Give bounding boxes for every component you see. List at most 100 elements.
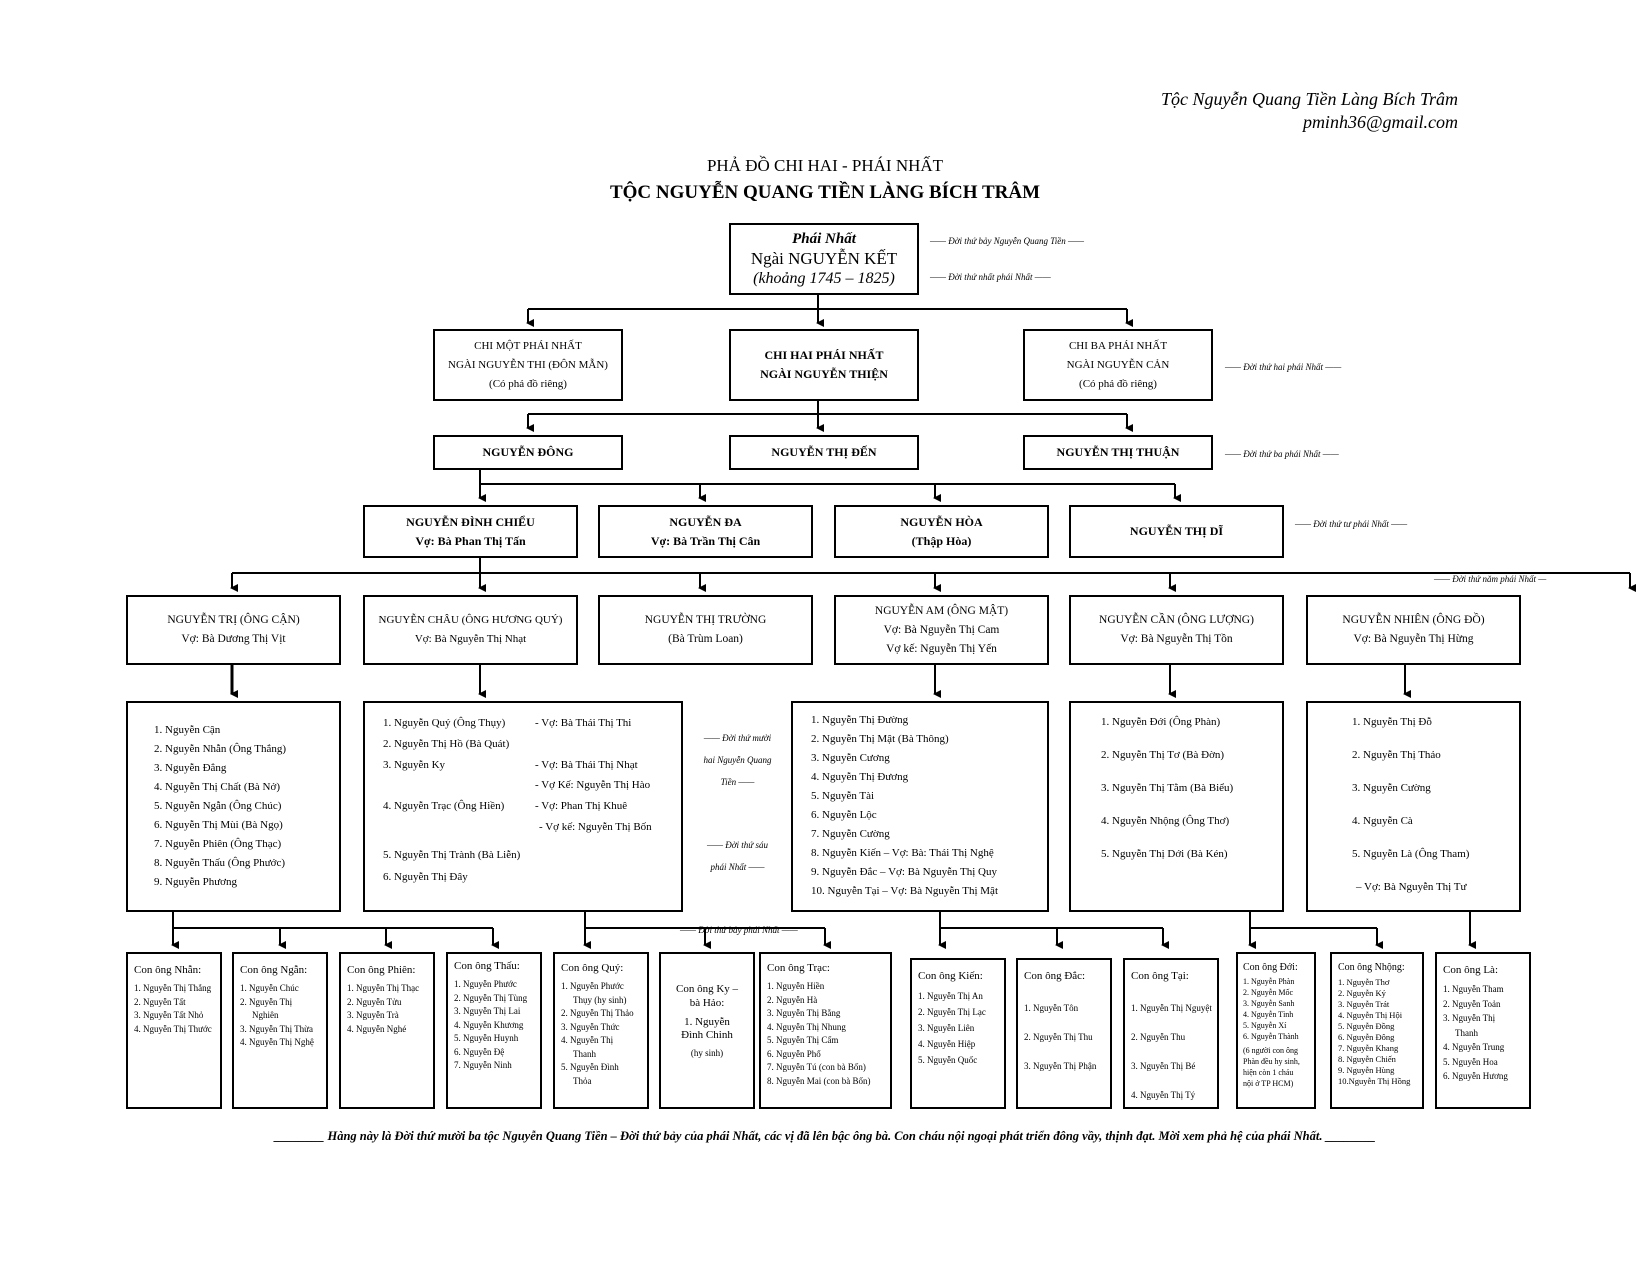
list-item: 1. Nguyễn Phước	[561, 981, 624, 991]
list-item: 2. Nguyễn Tửu	[347, 996, 402, 1007]
generation-label: —— Đời thứ hai phái Nhất ——	[1225, 362, 1342, 372]
list-item: 7. Nguyễn Ninh	[454, 1060, 512, 1070]
grandchildren-box: Con ông Nhẫn: 1. Nguyễn Thị Thắng 2. Ngu…	[126, 952, 222, 1109]
list-item: 4. Nguyễn Tình	[1243, 1010, 1294, 1019]
list-item: 7. Nguyễn Phiên (Ông Thạc)	[154, 838, 282, 850]
list-item: 4. Nguyễn Trạc (Ông Hiền)	[383, 800, 505, 812]
list-item: 1. Nguyễn Tôn	[1024, 1003, 1079, 1013]
list-item: Thụy (hy sinh)	[573, 994, 627, 1005]
spouse-name: Vợ: Bà Phan Thị Tấn	[415, 533, 526, 548]
list-item: 1. Nguyễn Phước	[454, 979, 517, 989]
list-item: 6. Nguyễn Hương	[1443, 1071, 1508, 1081]
list-item: 8. Nguyễn Kiến – Vợ: Bà: Thái Thị Nghệ	[811, 847, 994, 859]
list-item: 2. Nguyễn Nhẫn (Ông Thắng)	[154, 743, 287, 755]
list-item: 10. Nguyễn Tại – Vợ: Bà Nguyễn Thị Mật	[811, 885, 998, 897]
list-item: 5. Nguyễn Tài	[811, 790, 875, 802]
list-item: 6. Nguyễn Phổ	[767, 1048, 821, 1059]
grandchildren-box: Con ông Kiến: 1. Nguyễn Thị An 2. Nguyễn…	[910, 958, 1006, 1109]
generation-label: —— Đời thứ bảy Nguyễn Quang Tiền ——	[930, 236, 1084, 246]
generation-label-line: hai Nguyễn Quang	[703, 755, 772, 765]
list-item: 2. Nguyễn Thị Tơ (Bà Đờn)	[1101, 749, 1225, 761]
grandchildren-heading: Con ông Thấu:	[454, 960, 520, 972]
list-item: 2. Nguyễn Thị	[240, 996, 293, 1007]
grandchildren-box: Con ông Đắc: 1. Nguyễn Tôn 2. Nguyễn Thị…	[1016, 958, 1112, 1109]
list-item: 4. Nguyễn Thị	[561, 1035, 614, 1045]
person-name: NGUYỄN AM (ÔNG MẬT)	[874, 604, 1009, 617]
spouse-item: – Vợ: Bà Nguyễn Thị Tư	[1356, 881, 1467, 893]
branch-title: CHI MỘT PHÁI NHẤT	[474, 339, 582, 352]
list-item: 4. Nguyễn Thị Đương	[811, 771, 909, 783]
grandchildren-heading: Con ông Tại:	[1131, 970, 1189, 982]
list-item: (hy sinh)	[690, 1048, 724, 1058]
list-item: 1. Nguyễn Thị Đường	[811, 714, 909, 726]
generation-label: —— Đời thứ tư phái Nhất ——	[1295, 519, 1408, 529]
list-item: 3. Nguyễn Cương	[811, 752, 890, 764]
list-item: 5. Nguyễn Quốc	[918, 1055, 978, 1065]
list-item: 3. Nguyễn Đẳng	[154, 762, 227, 774]
root-years: (khoảng 1745 – 1825)	[753, 270, 895, 287]
list-item: 2. Nguyễn Thu	[1131, 1032, 1186, 1042]
contact-email: pminh36@gmail.com	[1302, 112, 1458, 132]
list-item: 1. Nguyễn Thị Đỗ	[1352, 716, 1432, 728]
list-item: 4. Nguyễn Thị Thước	[134, 1023, 212, 1034]
grandchildren-box: Con ông Ngẫn: 1. Nguyễn Chúc 2. Nguyễn T…	[232, 952, 328, 1109]
list-item: 1. Nguyễn Phàn	[1243, 977, 1295, 986]
list-item: 8. Nguyễn Chiến	[1338, 1054, 1396, 1064]
list-item: 1. Nguyễn Quý (Ông Thụy)	[383, 717, 506, 729]
person-box: NGUYỄN CHÂU (ÔNG HƯƠNG QUÝ) Vợ: Bà Nguyễ…	[363, 595, 578, 665]
person-box: NGUYỄN CẦN (ÔNG LƯỢNG) Vợ: Bà Nguyễn Thị…	[1069, 595, 1284, 665]
grandchildren-box: Con ông Phiên: 1. Nguyễn Thị Thạc 2. Ngu…	[339, 952, 435, 1109]
list-item: 3. Nguyễn Thị Phận	[1024, 1061, 1097, 1071]
branch-title: CHI HAI PHÁI NHẤT	[764, 348, 884, 362]
grandchildren-box: Con ông Là: 1. Nguyễn Tham 2. Nguyễn Toả…	[1435, 952, 1531, 1109]
generation-label: —— Đời thứ bảy phái Nhất ——	[680, 925, 798, 935]
person-box: NGUYỄN THỊ ĐẾN	[729, 435, 919, 470]
list-item: 6. Nguyễn Thành	[1243, 1032, 1299, 1041]
branch-note: (Có phả đồ riêng)	[1079, 377, 1157, 390]
spouse-item: - Vợ: Bà Thái Thị Thi	[535, 717, 632, 729]
person-name: NGUYỄN THỊ TRƯỜNG	[644, 614, 767, 626]
list-item: 5. Nguyễn Hoa	[1443, 1056, 1498, 1067]
list-item: 1. Nguyễn Chúc	[240, 983, 299, 993]
children-list-box: 1. Nguyễn Quý (Ông Thụy) 2. Nguyễn Thị H…	[363, 701, 683, 912]
list-item: 4. Nguyễn Cà	[1352, 815, 1413, 827]
list-item: 6. Nguyễn Lộc	[811, 809, 877, 821]
list-item: 6. Nguyễn Đệ	[454, 1046, 505, 1057]
list-item: 3. Nguyễn Liên	[918, 1023, 975, 1033]
list-item: 2. Nguyễn Thị Lạc	[918, 1007, 986, 1017]
list-item: 2. Nguyễn Mốc	[1243, 988, 1293, 997]
person-name: NGUYỄN TRỊ (ÔNG CẬN)	[167, 614, 300, 626]
chart-title: PHẢ ĐỒ CHI HAI - PHÁI NHẤT	[706, 156, 944, 175]
person-box: NGUYỄN THỊ TRƯỜNG (Bà Trùm Loan)	[598, 595, 813, 665]
person-name: NGUYỄN ĐÔNG	[482, 445, 574, 459]
grandchildren-box: Con ông Đới: 1. Nguyễn Phàn 2. Nguyễn Mố…	[1236, 952, 1316, 1109]
list-item: 3. Nguyễn Trát	[1338, 999, 1390, 1009]
list-item: nội ở TP HCM)	[1243, 1079, 1294, 1088]
list-item: 3. Nguyễn Tất Nhỏ	[134, 1010, 204, 1020]
generation-label-line: —— Đời thứ sáu	[707, 840, 768, 850]
list-item: 7. Nguyễn Cường	[811, 828, 890, 840]
person-box: NGUYỄN THỊ THUẬN	[1023, 435, 1213, 470]
list-item: 1. Nguyễn Hiền	[767, 981, 825, 991]
grandchildren-heading: Con ông Kiến:	[918, 970, 983, 982]
root-branch: Phái Nhất	[792, 231, 856, 247]
list-item: 2. Nguyễn Thị Hồ (Bà Quát)	[383, 738, 510, 750]
list-item: 3. Nguyễn Thị	[1443, 1013, 1496, 1023]
list-item: 3. Nguyễn Trà	[347, 1010, 399, 1020]
grandchildren-box: Con ông Tại: 1. Nguyễn Thị Nguyệt 2. Ngu…	[1123, 958, 1219, 1109]
spouse-name: Vợ: Bà Trần Thị Cân	[650, 533, 761, 548]
list-item: 1. Nguyễn Cận	[154, 724, 221, 736]
person-box: NGUYỄN ĐÌNH CHIỂU Vợ: Bà Phan Thị Tấn	[363, 505, 578, 558]
list-item: 6. Nguyễn Đông	[1338, 1032, 1395, 1042]
list-item: 5. Nguyễn Ngẫn (Ông Chúc)	[154, 800, 282, 812]
list-item: 5. Nguyễn Đình	[561, 1062, 619, 1072]
grandchildren-heading: Con ông Nhộng:	[1338, 962, 1405, 973]
list-item: 5. Nguyễn Là (Ông Tham)	[1352, 848, 1470, 860]
generation-label: —— Đời thứ nhất phái Nhất ——	[930, 272, 1051, 282]
list-item: 3. Nguyễn Sanh	[1243, 999, 1295, 1008]
list-item: 8. Nguyễn Thấu (Ông Phước)	[154, 857, 286, 869]
list-item: 7. Nguyễn Khang	[1338, 1043, 1399, 1053]
generation-label: —— Đời thứ sáu phái Nhất ——	[690, 834, 785, 878]
person-name: NGUYỄN HÒA	[900, 514, 983, 529]
